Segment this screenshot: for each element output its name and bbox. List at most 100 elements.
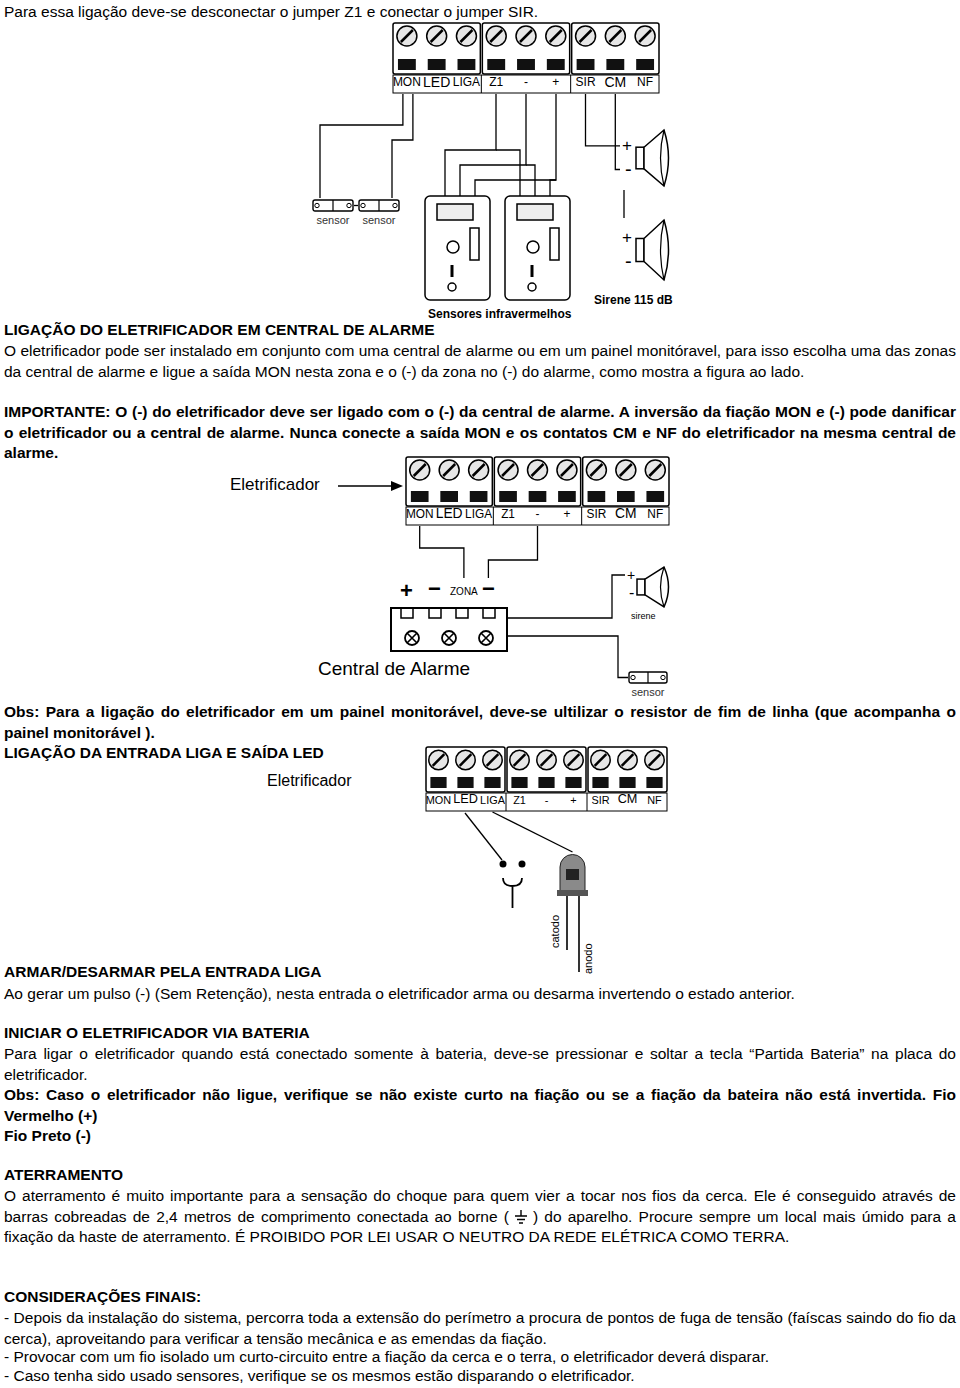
screw-slot bbox=[590, 464, 602, 476]
part-label: + bbox=[627, 567, 635, 583]
pin-label: CM bbox=[604, 74, 626, 90]
led-cathode-leg bbox=[566, 896, 568, 950]
button-actuator bbox=[503, 878, 522, 908]
led-dome bbox=[560, 855, 585, 892]
screw-head bbox=[469, 460, 489, 480]
screw-head bbox=[645, 460, 665, 480]
pin-label: + bbox=[552, 76, 559, 90]
terminal-strip: MONLEDLIGAZ1-+SIRCMNF bbox=[425, 746, 668, 812]
button-contact bbox=[519, 861, 526, 868]
pir-jumper bbox=[531, 265, 534, 277]
pir-wires bbox=[445, 94, 556, 196]
wire-connector bbox=[320, 94, 403, 198]
screw-slot bbox=[473, 464, 485, 476]
sensor-screw bbox=[631, 675, 635, 679]
screw-seat bbox=[646, 491, 664, 502]
push-button bbox=[465, 813, 526, 908]
text-block: LIGAÇÃO DO ELETRIFICADOR EM CENTRAL DE A… bbox=[4, 320, 435, 341]
part-label: sirene bbox=[631, 611, 656, 621]
group-divider bbox=[587, 793, 588, 811]
terminal-block bbox=[426, 747, 505, 792]
pointer-arrow bbox=[338, 481, 403, 491]
screw-seat bbox=[538, 777, 554, 788]
wire bbox=[496, 150, 520, 196]
pir-terminal bbox=[517, 204, 553, 220]
pir-jumper bbox=[451, 265, 454, 277]
screw-slot bbox=[431, 30, 443, 42]
screw-head bbox=[618, 750, 637, 769]
siren-neck bbox=[637, 579, 645, 595]
screw-slot bbox=[443, 464, 455, 476]
label-strip bbox=[406, 507, 669, 525]
terminal-block bbox=[583, 457, 669, 506]
wire bbox=[550, 180, 556, 196]
screw-slot bbox=[502, 464, 514, 476]
sensor-split bbox=[332, 200, 333, 211]
pir-window bbox=[470, 228, 479, 260]
pin-label: LIGA bbox=[453, 76, 480, 90]
screw-head bbox=[635, 26, 655, 46]
label-strip bbox=[426, 793, 667, 811]
screw-seat bbox=[606, 59, 624, 70]
heading-text: INICIAR O ELETRIFICADOR VIA BATERIA bbox=[4, 1024, 310, 1041]
screw-head bbox=[456, 26, 476, 46]
wire-connector bbox=[615, 94, 620, 170]
part-label: - bbox=[625, 250, 632, 273]
body-text: - Depois da instalação do sistema, perco… bbox=[4, 1309, 956, 1347]
pin-label: Z1 bbox=[513, 794, 526, 807]
screw-head bbox=[591, 750, 610, 769]
screw-head bbox=[410, 460, 430, 480]
screw-head bbox=[498, 460, 518, 480]
screw-seat bbox=[440, 491, 458, 502]
sensor-screw bbox=[361, 203, 365, 207]
pin-label: Z1 bbox=[501, 508, 515, 522]
screw-head bbox=[537, 750, 556, 769]
text-block: LIGAÇÃO DA ENTRADA LIGA E SAÍDA LED bbox=[4, 743, 324, 764]
sensor-symbol: sensor bbox=[358, 198, 400, 232]
screw-slot bbox=[520, 30, 532, 42]
body-text: - Provocar com um fio isolado um curto-c… bbox=[4, 1348, 769, 1365]
group-divider bbox=[581, 507, 582, 525]
part-label: sensor bbox=[631, 686, 664, 699]
text-block: - Provocar com um fio isolado um curto-c… bbox=[4, 1347, 956, 1368]
pin-label: SIR bbox=[591, 794, 609, 807]
text-block: ARMAR/DESARMAR PELA ENTRADA LIGA bbox=[4, 962, 321, 983]
screw-head bbox=[510, 750, 529, 769]
screw-slot bbox=[595, 754, 607, 766]
screw-slot bbox=[487, 754, 499, 766]
wire bbox=[445, 94, 496, 196]
wire-connector bbox=[354, 205, 358, 206]
screw-head bbox=[586, 460, 606, 480]
screw-slot bbox=[622, 754, 634, 766]
screw-head bbox=[564, 750, 583, 769]
body-text: O eletrificador pode ser instalado em co… bbox=[4, 342, 956, 380]
terminal-block bbox=[507, 747, 586, 792]
text-block: Eletrificador bbox=[230, 475, 320, 496]
screw-seat bbox=[458, 59, 476, 70]
siren-neck bbox=[636, 238, 644, 261]
text-block: Para essa ligação deve-se desconectar o … bbox=[4, 2, 944, 23]
part-label: Central de Alarme bbox=[318, 658, 470, 680]
screw-slot bbox=[609, 30, 621, 42]
led-rim bbox=[557, 890, 588, 896]
heading-text: Sirene 115 dB bbox=[594, 293, 673, 307]
pin-label: CM bbox=[618, 792, 638, 807]
text-block: Fio Preto (-) bbox=[4, 1126, 91, 1147]
screw-head bbox=[616, 460, 636, 480]
group-divider bbox=[570, 75, 571, 93]
terminal-block bbox=[393, 23, 480, 74]
siren-neck bbox=[636, 147, 644, 169]
sensor-screw bbox=[661, 675, 665, 679]
led-chip bbox=[566, 869, 579, 880]
screw-seat bbox=[428, 59, 446, 70]
screw-seat bbox=[588, 491, 606, 502]
text-block: O eletrificador pode ser instalado em co… bbox=[4, 341, 956, 382]
part-label: sensor bbox=[316, 214, 349, 227]
screw-head bbox=[576, 26, 596, 46]
pir-lens bbox=[527, 241, 539, 253]
wire bbox=[460, 94, 526, 196]
wire-connector bbox=[493, 812, 573, 852]
pir-housing bbox=[425, 196, 490, 300]
